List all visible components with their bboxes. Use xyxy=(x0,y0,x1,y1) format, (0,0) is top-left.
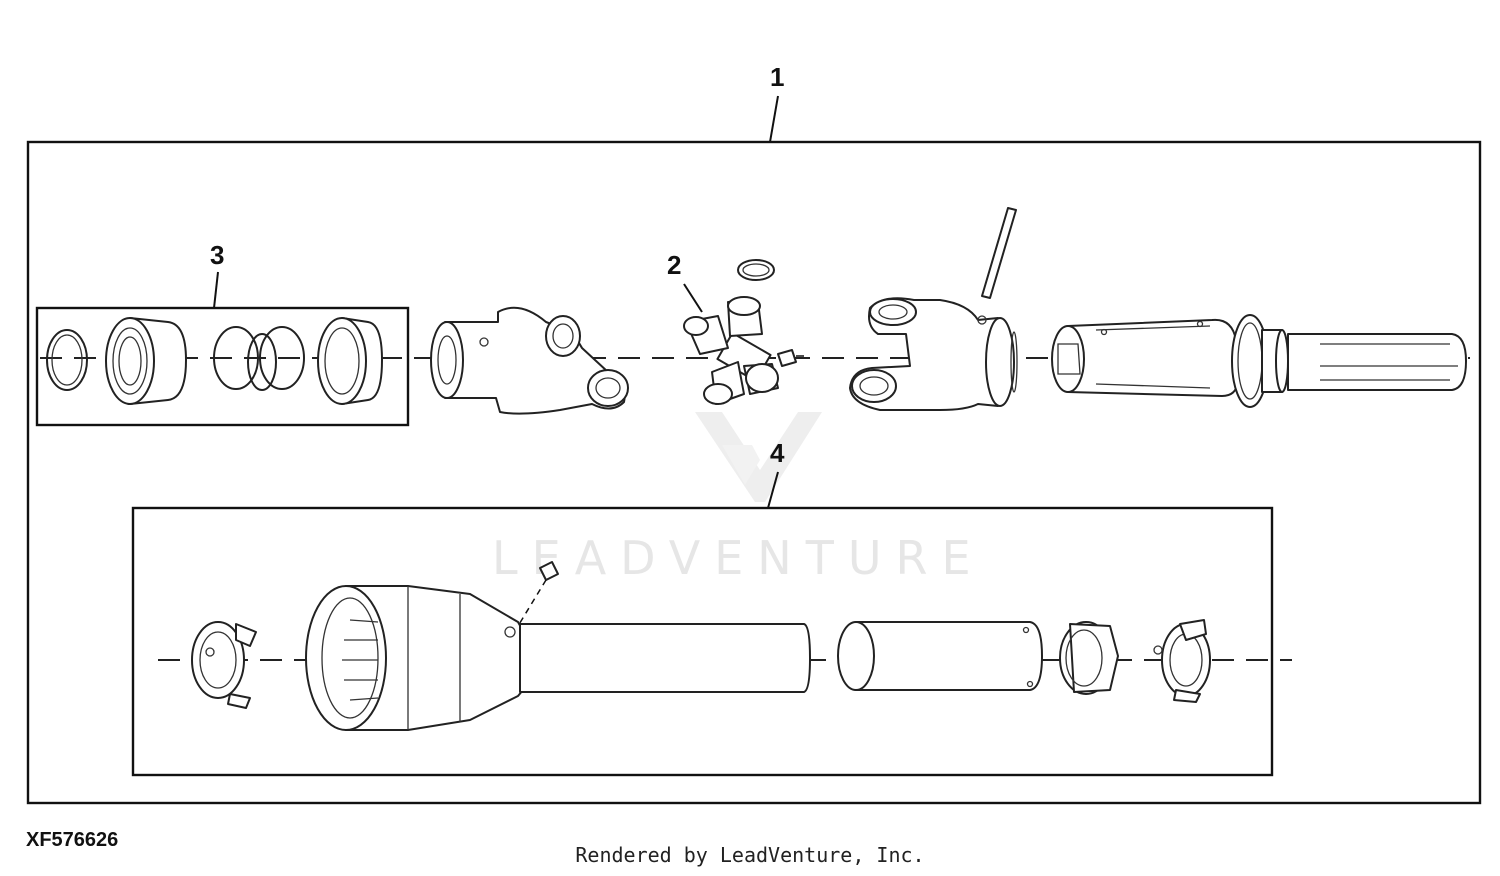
inner-yoke xyxy=(430,306,629,415)
splined-stub-shaft xyxy=(1231,314,1467,408)
callout-2: 2 xyxy=(667,250,681,280)
leader-4 xyxy=(767,471,779,509)
leader-2 xyxy=(683,283,703,313)
bearing-cup-left xyxy=(105,317,187,405)
spring-rings xyxy=(213,326,305,391)
leader-3 xyxy=(213,271,219,309)
assembly-frame xyxy=(26,140,1482,805)
shield-bearing-ring-right xyxy=(1153,619,1211,703)
roll-pin xyxy=(981,207,1017,299)
shield-screw xyxy=(517,561,559,627)
watermark-text: LEADVENTURE xyxy=(492,531,985,585)
leadventure-logo-watermark xyxy=(695,412,822,502)
shield-box xyxy=(131,506,1274,777)
grease-fitting xyxy=(777,349,804,367)
callout-1: 1 xyxy=(770,62,784,92)
inner-profile-tube xyxy=(1051,318,1239,397)
figure-id: XF576626 xyxy=(26,829,119,851)
shield-cone xyxy=(305,585,529,731)
bearing-kit-box xyxy=(35,306,410,427)
snap-ring-left xyxy=(46,329,88,391)
render-credit: Rendered by LeadVenture, Inc. xyxy=(575,843,925,867)
callout-3: 3 xyxy=(210,240,224,270)
shield-bearing-ring-left xyxy=(191,621,257,709)
shield-sleeve xyxy=(1059,621,1119,695)
callout-4: 4 xyxy=(770,438,785,468)
bearing-cup-right xyxy=(317,317,383,405)
leader-1 xyxy=(769,95,779,143)
shield-inner-tube xyxy=(837,621,1043,691)
outer-yoke xyxy=(849,297,1018,411)
shield-outer-tube xyxy=(519,623,811,693)
cross-and-bearing xyxy=(683,259,779,405)
